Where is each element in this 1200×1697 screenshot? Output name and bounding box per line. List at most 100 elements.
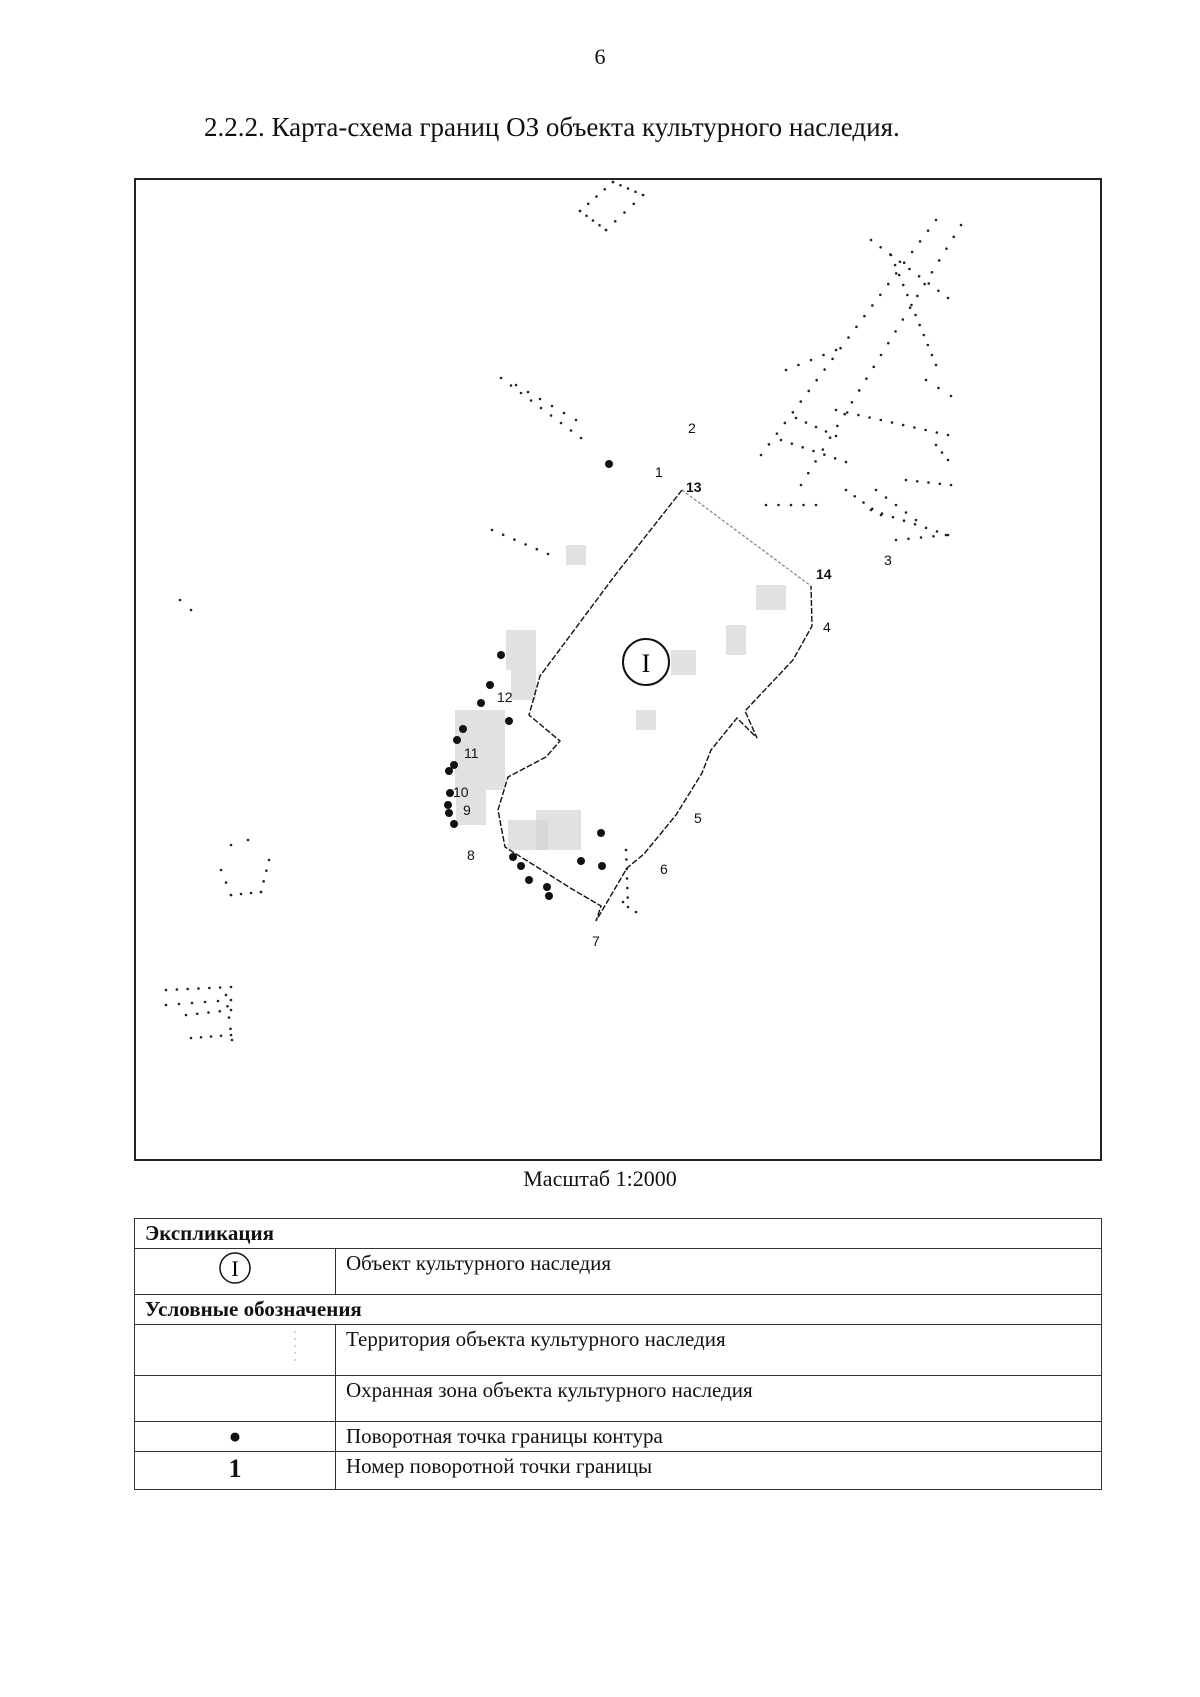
building-dot (872, 365, 876, 369)
point-label-10: 10 (453, 784, 469, 800)
building-dot (579, 436, 583, 440)
point-label-14: 14 (816, 566, 832, 582)
building-dot (934, 443, 938, 447)
turning-point (505, 717, 513, 725)
building-dot (759, 453, 763, 457)
building-dot (944, 533, 948, 537)
building-dot (790, 442, 794, 445)
building-dot (901, 283, 905, 287)
hatched-area (566, 545, 586, 565)
building-dot (824, 430, 828, 433)
building-dot (834, 408, 838, 412)
building-dot (227, 1016, 231, 1019)
building-dot (777, 503, 780, 507)
building-dot (216, 999, 220, 1003)
turning-point (450, 820, 458, 828)
hatched-area (671, 650, 696, 675)
building-dot (218, 1009, 222, 1013)
building-dot (184, 1013, 188, 1017)
building-dot (794, 416, 798, 420)
turning-point (509, 853, 517, 861)
building-dot (246, 838, 250, 842)
building-dot (916, 294, 919, 298)
building-dot (869, 238, 873, 242)
building-dot (230, 1038, 234, 1042)
building-dot (623, 211, 626, 214)
turning-point (444, 801, 452, 809)
building-dot (932, 534, 935, 538)
building-dot (634, 910, 638, 914)
building-dot (874, 488, 878, 492)
turning-point (543, 883, 551, 891)
building-dot (550, 404, 554, 408)
building-dot (177, 1002, 181, 1006)
building-dot (549, 414, 553, 417)
building-dot (934, 218, 938, 222)
legend-row-turning-point: ● Поворотная точка границы контура (134, 1421, 1102, 1452)
symbols-header-row: Условные обозначения (134, 1294, 1102, 1325)
building-dot (868, 416, 871, 419)
building-dot (836, 424, 839, 428)
building-dot (906, 293, 909, 297)
building-dot (891, 515, 895, 519)
building-dot (913, 522, 917, 526)
building-dot (834, 434, 838, 438)
building-dot (259, 890, 263, 894)
building-dot (626, 905, 630, 909)
building-dot (910, 303, 913, 307)
explication-object-row: I Объект культурного наследия (134, 1248, 1102, 1295)
building-dot (952, 235, 956, 239)
building-dot (624, 848, 628, 852)
building-dot (226, 1004, 229, 1008)
building-dot (499, 376, 503, 380)
building-dot (904, 478, 908, 482)
protection-zone-line (681, 489, 812, 587)
turning-point (605, 460, 613, 468)
turning-point (577, 857, 585, 865)
building-dot (791, 410, 795, 414)
turning-point-symbol: ● (134, 1421, 336, 1452)
building-dot (926, 229, 930, 232)
building-dot (915, 479, 919, 483)
turning-point (517, 862, 525, 870)
building-dot (924, 378, 928, 382)
building-dot (203, 1000, 207, 1004)
building-dot (229, 1033, 233, 1037)
building-dot (889, 253, 893, 257)
building-dot (863, 314, 866, 318)
building-dot (823, 368, 826, 371)
building-dot (869, 508, 873, 512)
hatched-area (536, 810, 581, 850)
turning-point (598, 862, 606, 870)
building-dot (585, 214, 588, 218)
building-dot (894, 538, 898, 542)
building-dot (821, 448, 825, 451)
object-symbol-cell: I (134, 1248, 336, 1295)
building-dot (209, 1035, 213, 1038)
building-dot (764, 503, 768, 507)
building-dot (490, 528, 494, 532)
point-number-description: Номер поворотной точки границы (335, 1451, 1102, 1490)
building-dot (603, 187, 607, 191)
legend-table: Экспликация I Объект культурного наследи… (134, 1218, 1102, 1490)
building-dot (815, 378, 818, 382)
building-dot (946, 433, 950, 437)
building-dot (806, 471, 810, 475)
turning-point (545, 892, 553, 900)
building-dot (879, 293, 882, 297)
building-dot (814, 503, 818, 507)
building-dot (509, 384, 513, 387)
building-dot (908, 267, 911, 271)
building-dot (871, 304, 874, 307)
building-dot (814, 425, 818, 429)
building-dot (919, 536, 923, 539)
building-dot (514, 383, 518, 387)
building-dot (843, 412, 846, 416)
building-dot (789, 503, 793, 507)
building-dot (886, 341, 890, 345)
building-dot (538, 397, 542, 401)
building-dot (857, 389, 861, 392)
map-canvas: I 1 2 3 4 5 6 7 8 9 10 11 12 13 14 (164, 180, 963, 1042)
building-dot (178, 598, 182, 602)
building-dot (904, 511, 908, 514)
